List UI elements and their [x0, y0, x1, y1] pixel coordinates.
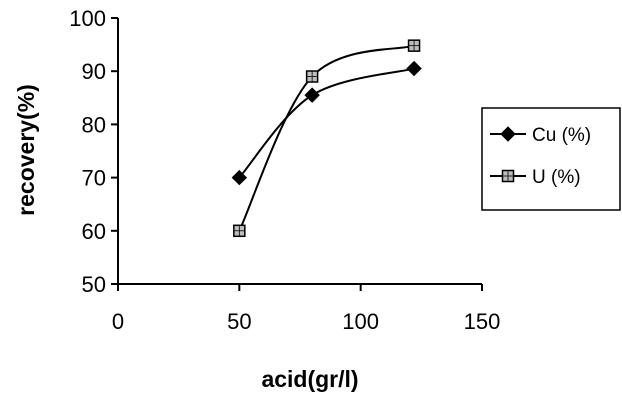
x-tick-label: 150 [464, 309, 501, 334]
x-tick-label: 100 [342, 309, 379, 334]
y-tick-label: 90 [82, 59, 106, 84]
legend-item: U (%) [490, 167, 581, 188]
axes [117, 18, 482, 285]
series-2 [233, 39, 421, 238]
series-line [238, 67, 415, 179]
legend-item: Cu (%) [490, 125, 591, 146]
y-tick-label: 80 [82, 112, 106, 137]
y-tick-label: 50 [82, 272, 106, 297]
legend-label: U (%) [532, 167, 581, 188]
data-point [304, 87, 320, 103]
series-layer [231, 39, 422, 238]
y-tick-label: 100 [69, 6, 106, 31]
legend-label: Cu (%) [532, 125, 591, 146]
legend-box [481, 107, 621, 211]
y-tick-label: 60 [82, 219, 106, 244]
x-tick-label: 50 [227, 309, 251, 334]
y-axis-title: recovery(%) [13, 84, 39, 216]
x-axis-title: acid(gr/l) [261, 366, 358, 392]
y-tick-label: 70 [82, 166, 106, 191]
legend-marker [500, 126, 516, 142]
legend: Cu (%) U (%) [481, 107, 621, 211]
data-point [231, 169, 248, 186]
series-1 [231, 60, 422, 186]
data-point [406, 60, 422, 77]
x-tick-label: 0 [112, 309, 124, 334]
